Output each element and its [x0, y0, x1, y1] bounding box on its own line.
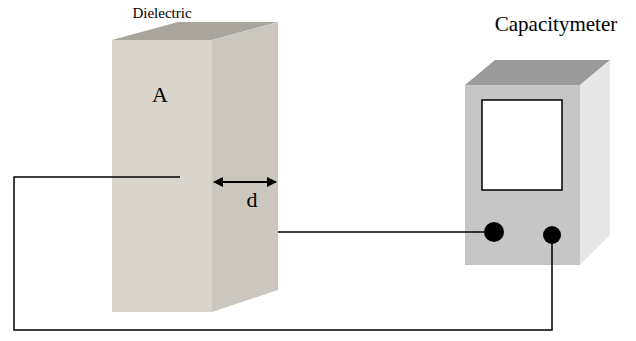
node-text-wrap: A — [152, 83, 168, 107]
node-heading-wrap: Dielectric — [132, 4, 191, 22]
node-heading: Capacitymeter — [495, 13, 617, 36]
capacitymeter-body — [465, 60, 610, 265]
wire — [14, 177, 552, 330]
node-heading: Dielectric — [132, 5, 191, 22]
terminal — [543, 226, 561, 244]
dielectric-node: DielectricA — [112, 0, 278, 312]
meter-screen — [482, 100, 562, 190]
meter-node: Capacitymeter — [465, 10, 636, 265]
wire — [278, 231, 494, 233]
node-heading-wrap: Capacitymeter — [495, 13, 617, 36]
node-text: A — [152, 83, 168, 107]
dimension-label: d — [247, 188, 258, 212]
dimension-label-wrap: d — [247, 188, 258, 212]
dielectric-slab — [112, 22, 278, 312]
thickness-arrow — [214, 181, 276, 183]
